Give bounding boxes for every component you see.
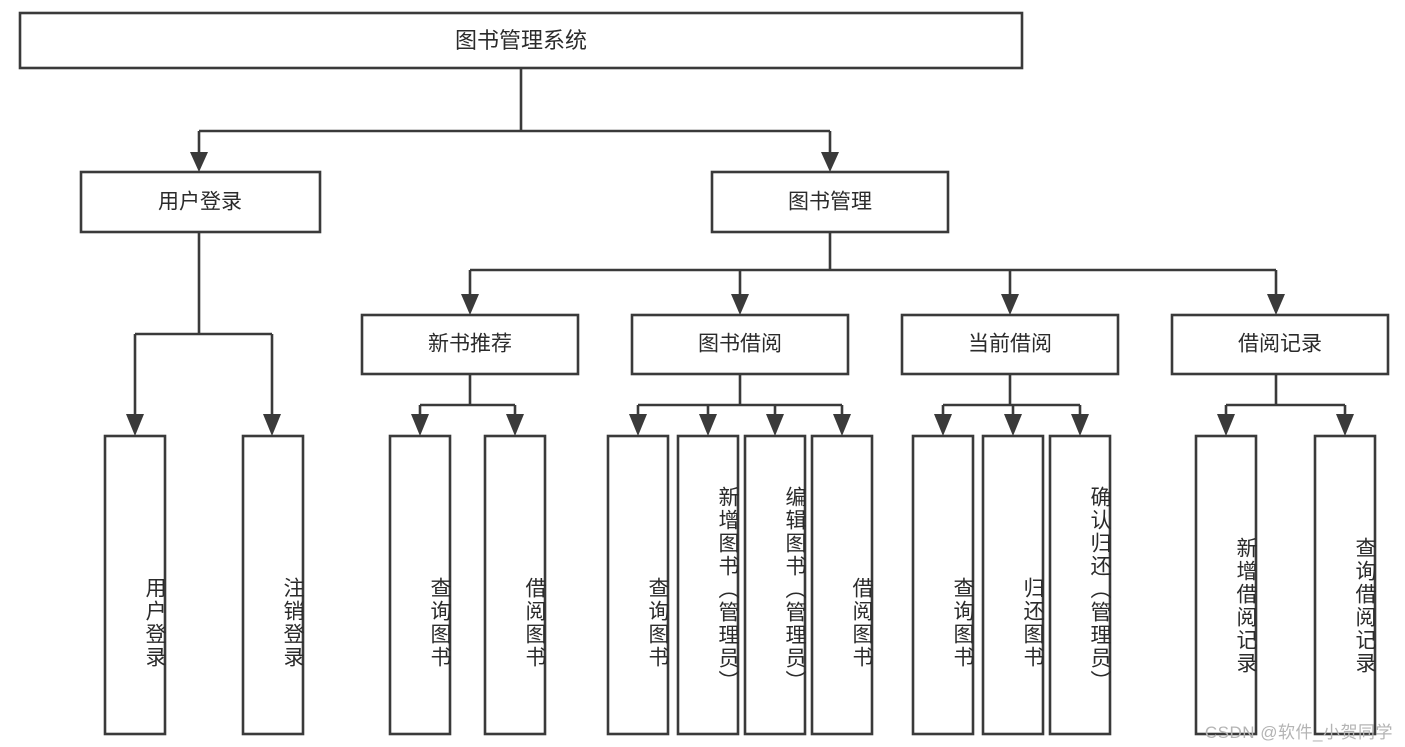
arrowhead-leaf-query-book-2	[629, 414, 647, 436]
csdn-watermark: CSDN @软件_小贺同学	[1204, 723, 1393, 742]
node-borrow-record-box[interactable]	[1170, 313, 1390, 376]
node-new-book-recommend-box[interactable]	[360, 313, 580, 376]
leaf-borrow-book-2-box[interactable]	[810, 434, 874, 736]
node-book-manage[interactable]: 图书管理	[710, 170, 950, 234]
node-current-borrow-box[interactable]	[900, 313, 1120, 376]
node-user-login-label: 用户登录	[158, 191, 242, 214]
leaf-query-book-1-box[interactable]	[388, 434, 452, 736]
arrowhead-leaf-confirm-return	[1071, 414, 1089, 436]
arrowhead-book-borrow	[731, 294, 749, 315]
node-book-manage-box[interactable]	[710, 170, 950, 234]
node-book-borrow-label: 图书借阅	[698, 333, 782, 356]
arrowhead-current-borrow	[1001, 294, 1019, 315]
connector-group-new-book-recommend	[411, 374, 524, 436]
node-current-borrow-label: 当前借阅	[968, 333, 1052, 356]
node-book-manage-label: 图书管理	[788, 191, 872, 214]
arrowhead-leaf-borrow-book-1	[506, 414, 524, 436]
connector-group-root	[190, 68, 839, 172]
leaf-query-record-box[interactable]	[1313, 434, 1377, 736]
node-root-box[interactable]	[18, 11, 1024, 70]
node-user-login[interactable]: 用户登录	[79, 170, 322, 234]
arrowhead-leaf-user-logout	[263, 414, 281, 436]
arrowhead-leaf-add-book	[699, 414, 717, 436]
connector-group-book-manage	[461, 232, 1285, 315]
node-root[interactable]: 图书管理系统	[18, 11, 1024, 70]
connector-group-book-borrow	[629, 374, 851, 436]
arrowhead-leaf-edit-book	[766, 414, 784, 436]
arrowhead-leaf-borrow-book-2	[833, 414, 851, 436]
arrowhead-leaf-add-record	[1217, 414, 1235, 436]
leaf-confirm-return-box[interactable]	[1048, 434, 1112, 736]
arrowhead-book-manage	[821, 152, 839, 172]
leaf-add-book-box[interactable]	[676, 434, 740, 736]
node-borrow-record-label: 借阅记录	[1238, 333, 1322, 356]
leaf-add-record-box[interactable]	[1194, 434, 1258, 736]
arrowhead-leaf-return-book	[1004, 414, 1022, 436]
arrowhead-new-book-recommend	[461, 294, 479, 315]
arrowhead-leaf-query-book-3	[934, 414, 952, 436]
arrowhead-leaf-query-record	[1336, 414, 1354, 436]
node-borrow-record[interactable]: 借阅记录	[1170, 313, 1390, 376]
arrowhead-leaf-query-book-1	[411, 414, 429, 436]
connector-group-borrow-record	[1217, 374, 1354, 436]
connector-group-current-borrow	[934, 374, 1089, 436]
node-user-login-box[interactable]	[79, 170, 322, 234]
node-book-borrow-box[interactable]	[630, 313, 850, 376]
leaf-edit-book-box[interactable]	[743, 434, 807, 736]
leaf-borrow-book-1-box[interactable]	[483, 434, 547, 736]
node-root-label: 图书管理系统	[455, 28, 587, 53]
arrowhead-borrow-record	[1267, 294, 1285, 315]
connector-group-user-login	[126, 232, 281, 436]
leaf-return-book-box[interactable]	[981, 434, 1045, 736]
leaf-user-login-box[interactable]	[103, 434, 167, 736]
node-new-book-recommend-label: 新书推荐	[428, 333, 512, 356]
arrowhead-leaf-user-login	[126, 414, 144, 436]
leaf-query-book-2-box[interactable]	[606, 434, 670, 736]
arrowhead-user-login	[190, 152, 208, 172]
node-new-book-recommend[interactable]: 新书推荐	[360, 313, 580, 376]
node-current-borrow[interactable]: 当前借阅	[900, 313, 1120, 376]
leaf-query-book-3-box[interactable]	[911, 434, 975, 736]
node-book-borrow[interactable]: 图书借阅	[630, 313, 850, 376]
leaf-user-logout-box[interactable]	[241, 434, 305, 736]
